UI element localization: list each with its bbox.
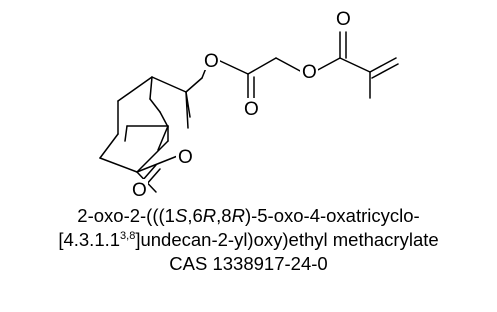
name-part: [4.3.1.1 bbox=[58, 229, 121, 250]
name-part: ]undecan-2-yl)oxy)ethyl methacrylate bbox=[135, 229, 439, 250]
atom-labels: O O O O O O bbox=[130, 8, 352, 201]
compound-name-line-2: [4.3.1.13,8]undecan-2-yl)oxy)ethyl metha… bbox=[0, 228, 497, 252]
ester-side-chain bbox=[201, 31, 399, 101]
atom-o-carbonyl-1: O bbox=[244, 99, 259, 120]
lactone-carbonyl-bond bbox=[141, 164, 161, 186]
stereo-descriptor: R bbox=[231, 205, 245, 226]
bridge-superscript: 3,8 bbox=[120, 229, 136, 242]
name-part: ,6 bbox=[187, 205, 203, 226]
stereo-descriptor: S bbox=[174, 205, 188, 226]
atom-o-ester-2: O bbox=[302, 62, 317, 83]
tricyclic-cage bbox=[99, 76, 203, 193]
stereo-descriptor: R bbox=[202, 205, 217, 226]
name-part: 2-oxo-2-(((1 bbox=[77, 205, 175, 226]
atom-o-carbonyl-2: O bbox=[336, 9, 351, 30]
cas-number: CAS 1338917-24-0 bbox=[169, 253, 328, 274]
compound-caption: 2-oxo-2-(((1S,6R,8R)-5-oxo-4-oxatricyclo… bbox=[0, 204, 497, 276]
atom-o-lactone-ring: O bbox=[178, 147, 193, 168]
name-part: ,8 bbox=[216, 205, 232, 226]
compound-name-line-1: 2-oxo-2-(((1S,6R,8R)-5-oxo-4-oxatricyclo… bbox=[0, 204, 497, 228]
atom-o-lactone-carbonyl: O bbox=[132, 180, 147, 201]
atom-o-ester-link: O bbox=[204, 51, 219, 72]
name-part: )-5-oxo-4-oxatricyclo- bbox=[244, 205, 420, 226]
chemical-structure-diagram: O O O O O O bbox=[99, 8, 399, 201]
